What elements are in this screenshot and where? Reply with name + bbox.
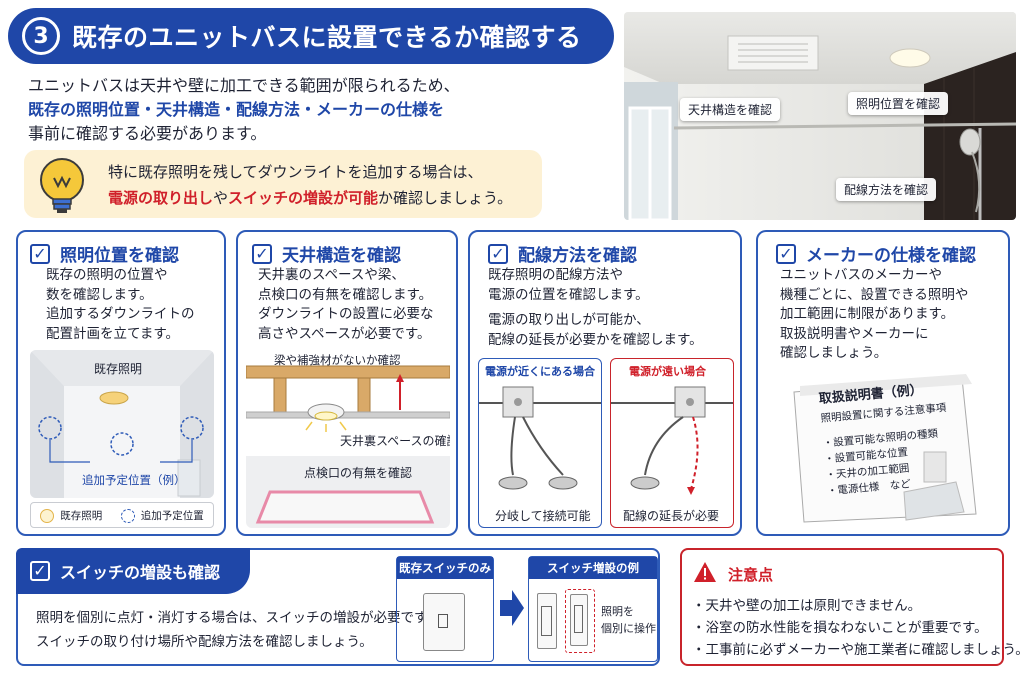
card-1-line: 配置計画を立てます。 xyxy=(46,325,179,342)
manual-text: 取扱説明書（例） 照明設置に関する注意事項 ・設置可能な照明の種類 ・設置可能な… xyxy=(818,377,953,500)
wiring-near-label: 電源が近くにある場合 xyxy=(485,365,595,378)
plan-legend: 既存照明 追加予定位置 xyxy=(30,502,214,528)
intro-line-2: 既存の照明位置・天井構造・配線方法・メーカーの仕様を xyxy=(28,100,445,119)
legend-existing-label: 既存照明 xyxy=(60,509,103,522)
tip-text-mid: や xyxy=(213,189,229,207)
switch-note-line: 個別に操作 xyxy=(601,622,656,635)
checkbox-icon: ✓ xyxy=(776,243,796,264)
tip-highlight-switch: スイッチの増設が可能 xyxy=(228,189,379,207)
card-4-line: 取扱説明書やメーカーに xyxy=(780,325,929,342)
step-number: 3 xyxy=(22,17,60,55)
page-title-banner: 3 既存のユニットバスに設置できるか確認する xyxy=(8,8,614,64)
notice-item: ・工事前に必ずメーカーや施工業者に確認しましょう。 xyxy=(692,642,1024,658)
ceiling-space-label: 天井裏スペースの確認 xyxy=(340,434,450,448)
wiring-near-figure: 電源が近くにある場合 分岐して接続可能 xyxy=(478,358,602,528)
card-4-title: メーカーの仕様を確認 xyxy=(806,246,976,266)
arrow-right-icon xyxy=(500,590,524,630)
card-4-header: ✓ メーカーの仕様を確認 xyxy=(776,241,976,266)
card-4-line: ユニットバスのメーカーや xyxy=(780,267,942,283)
card-4-line: 確認しましょう。 xyxy=(780,345,888,361)
switch-section-header: ✓ スイッチの増設も確認 xyxy=(16,548,250,594)
card-1-line: 追加するダウンライトの xyxy=(46,306,195,322)
card-4-line: 加工範囲に制限があります。 xyxy=(780,306,955,322)
existing-switch-panel: 既存スイッチのみ xyxy=(396,556,494,662)
card-3-line: 電源の取り出しが可能か、 xyxy=(488,312,650,328)
existing-switch-label: 既存スイッチのみ xyxy=(397,557,493,579)
card-2-line: 点検口の有無を確認します。 xyxy=(258,286,433,303)
tip-line-2: 電源の取り出しやスイッチの増設が可能か確認しましょう。 xyxy=(108,188,512,208)
card-3-title: 配線方法を確認 xyxy=(518,246,637,266)
bathroom-photo: 天井構造を確認 照明位置を確認 配線方法を確認 xyxy=(624,12,1016,220)
beam-label: 梁や補強材がないか確認 xyxy=(274,353,401,367)
ceiling-structure-figure: 梁や補強材がないか確認 天井裏スペースの確認 点検口の有無を確認 xyxy=(246,352,450,528)
manual-document: 取扱説明書（例） 照明設置に関する注意事項 ・設置可能な照明の種類 ・設置可能な… xyxy=(786,374,982,524)
photo-tag-wiring: 配線方法を確認 xyxy=(836,178,937,201)
card-2-header: ✓ 天井構造を確認 xyxy=(252,241,401,266)
warning-icon xyxy=(694,562,716,586)
card-3-line: 配線の延長が必要かを確認します。 xyxy=(488,331,703,348)
notice-title: 注意点 xyxy=(728,566,774,584)
card-1-line: 数を確認します。 xyxy=(46,286,153,303)
planned-light-marker-icon xyxy=(120,508,135,523)
photo-tag-lighting: 照明位置を確認 xyxy=(848,92,949,115)
added-switch-label: スイッチ増設の例 xyxy=(529,557,657,579)
card-2-body: 天井裏のスペースや梁、 点検口の有無を確認します。 ダウンライトの設置に必要な … xyxy=(258,266,434,344)
switch-note-line: 照明を xyxy=(601,605,634,618)
switch-line-2: スイッチの取り付け場所や配線方法を確認しましょう。 xyxy=(36,634,373,650)
existing-light-label: 既存照明 xyxy=(94,362,143,376)
photo-tag-ceiling: 天井構造を確認 xyxy=(680,98,781,121)
switch-1-icon xyxy=(537,593,557,649)
tip-box xyxy=(24,150,542,218)
card-1-title: 照明位置を確認 xyxy=(60,246,179,266)
intro-line-3: 事前に確認する必要があります。 xyxy=(28,124,267,143)
wiring-near-caption: 分岐して接続可能 xyxy=(495,509,591,523)
card-2-title: 天井構造を確認 xyxy=(282,246,401,266)
ceiling-plan-figure: 既存照明 追加予定位置（例） xyxy=(30,350,214,498)
single-switch-icon xyxy=(423,593,465,651)
card-3-body: 既存照明の配線方法や 電源の位置を確認します。 電源の取り出しが可能か、 配線の… xyxy=(488,266,703,350)
lightbulb-icon xyxy=(36,156,88,214)
legend-planned-label: 追加予定位置 xyxy=(140,509,204,522)
intro-line-1: ユニットバスは天井や壁に加工できる範囲が限られるため、 xyxy=(28,76,460,95)
added-switch-panel: スイッチ増設の例 照明を 個別に操作 xyxy=(528,556,658,662)
wiring-far-label: 電源が遠い場合 xyxy=(629,365,706,378)
card-4-line: 機種ごとに、設置できる照明や xyxy=(780,286,969,303)
legend-planned: 追加予定位置 xyxy=(120,508,204,523)
existing-light-marker-icon xyxy=(40,508,55,523)
card-3-header: ✓ 配線方法を確認 xyxy=(488,241,637,266)
switch-line-1: 照明を個別に点灯・消灯する場合は、スイッチの増設が必要です。 xyxy=(36,610,440,626)
card-3-line: 電源の位置を確認します。 xyxy=(488,286,649,303)
card-2-line: ダウンライトの設置に必要な xyxy=(258,306,434,322)
wiring-far-figure: 電源が遠い場合 配線の延長が必要 xyxy=(610,358,734,528)
notice-item: ・天井や壁の加工は原則できません。 xyxy=(692,598,922,614)
card-2-line: 高さやスペースが必要です。 xyxy=(258,325,431,342)
inspection-hatch-label: 点検口の有無を確認 xyxy=(304,466,413,480)
wiring-far-caption: 配線の延長が必要 xyxy=(623,509,720,523)
tip-text-end: か確認しましょう。 xyxy=(378,189,513,207)
card-4-body: ユニットバスのメーカーや 機種ごとに、設置できる照明や 加工範囲に制限があります… xyxy=(780,266,968,364)
planned-position-label: 追加予定位置（例） xyxy=(82,473,186,487)
checkbox-icon: ✓ xyxy=(30,243,50,264)
card-1-line: 既存の照明の位置や xyxy=(46,267,168,283)
card-1-body: 既存の照明の位置や 数を確認します。 追加するダウンライトの 配置計画を立てます… xyxy=(46,266,195,344)
checkbox-icon: ✓ xyxy=(252,243,272,264)
tip-line-1: 特に既存照明を残してダウンライトを追加する場合は、 xyxy=(108,163,483,181)
added-switch-highlight xyxy=(565,589,595,653)
checkbox-icon: ✓ xyxy=(488,243,508,264)
card-1-header: ✓ 照明位置を確認 xyxy=(30,241,179,266)
switch-section-title: スイッチの増設も確認 xyxy=(60,563,221,582)
notice-box xyxy=(680,548,1004,666)
page-title: 既存のユニットバスに設置できるか確認する xyxy=(72,23,582,52)
checkbox-icon: ✓ xyxy=(30,561,50,581)
tip-highlight-power: 電源の取り出し xyxy=(108,189,214,207)
notice-item: ・浴室の防水性能を損なわないことが重要です。 xyxy=(692,620,988,636)
card-2-line: 天井裏のスペースや梁、 xyxy=(258,267,405,283)
card-3-line: 既存照明の配線方法や xyxy=(488,267,623,283)
legend-existing: 既存照明 xyxy=(40,508,102,523)
